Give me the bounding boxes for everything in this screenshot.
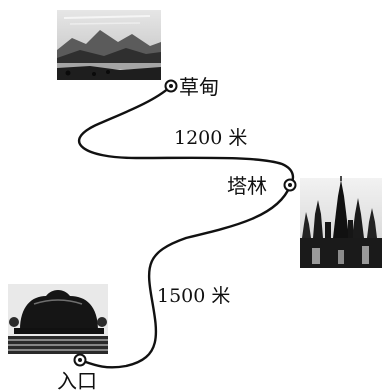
pagoda-forest-photo-icon [300,176,382,268]
pagoda-forest-label: 塔林 [227,174,267,198]
meadow-marker-icon [164,79,178,93]
entrance-marker-icon [73,353,87,367]
distance-meadow-pagoda-label: 1200 米 [174,127,247,149]
entrance-gate-photo-icon [8,284,108,354]
pagoda-forest-marker-icon [283,178,297,192]
distance-pagoda-entrance-label: 1500 米 [157,285,230,307]
meadow-label: 草甸 [179,75,219,99]
entrance-label: 入口 [57,369,97,391]
meadow-photo-icon [57,10,161,80]
